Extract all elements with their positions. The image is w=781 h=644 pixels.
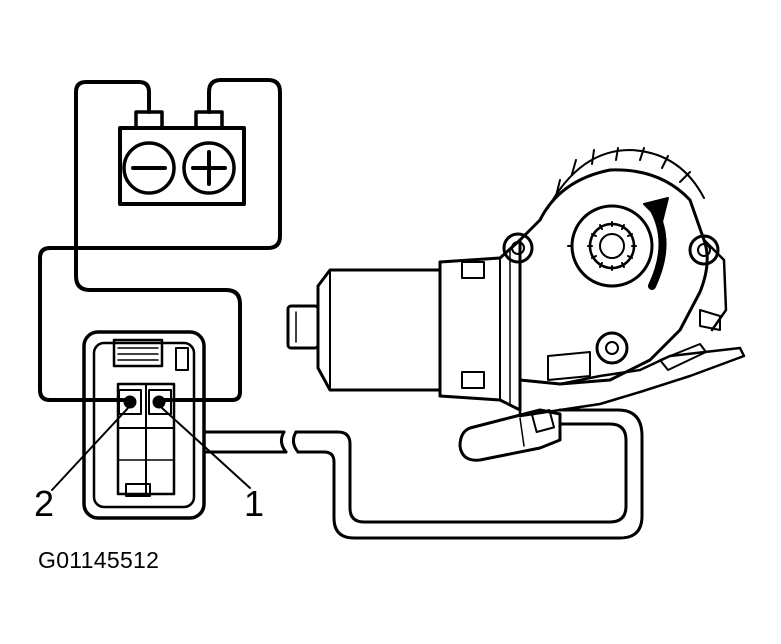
mount-boss-right: [688, 234, 720, 266]
mount-boss-bottom: [595, 331, 629, 365]
harness-cable: [202, 408, 644, 540]
terminal-2-label: 2: [34, 483, 55, 524]
positive-terminal-icon: [182, 141, 236, 195]
motor-housing: [316, 268, 442, 392]
figure-id: G01145512: [38, 547, 160, 573]
connector-latch: [112, 338, 164, 368]
motor-end-cap: [286, 304, 320, 350]
rotation-arrow-icon: [643, 197, 669, 290]
mount-boss-left: [502, 232, 534, 264]
leader-line-1: [161, 407, 251, 489]
motor-connector-plug: [458, 408, 562, 462]
leader-line-2: [51, 407, 129, 491]
output-gear: [567, 204, 654, 288]
negative-wire: [74, 80, 242, 402]
battery-positive-post: [194, 110, 224, 130]
positive-wire: [38, 78, 282, 402]
terminal-1-pin: [148, 389, 172, 415]
gear-housing: [518, 168, 709, 386]
terminal-1-label: 1: [244, 483, 265, 524]
terminal-2-pin: [118, 389, 142, 415]
battery: [118, 110, 246, 206]
battery-case: [118, 126, 246, 206]
connector: [51, 330, 251, 520]
connector-outer-shell: [82, 330, 206, 520]
jumper-wires: [38, 78, 282, 402]
negative-terminal-icon: [122, 141, 176, 195]
battery-negative-post: [134, 110, 164, 130]
window-motor: [286, 147, 746, 462]
connector-inner-shell: [92, 341, 196, 509]
